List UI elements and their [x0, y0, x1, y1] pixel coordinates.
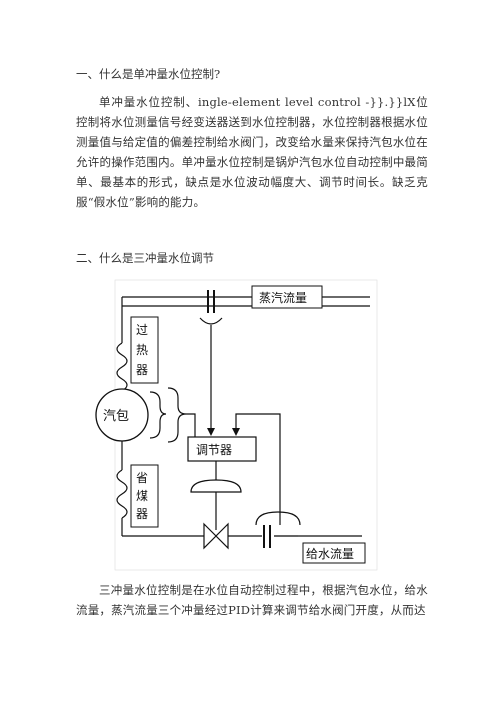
section1-body: 单冲量水位控制、ingle-element level control -}}.… [76, 95, 428, 209]
section1-heading: 一、什么是单冲量水位控制? [76, 67, 221, 81]
feed-dp-sensor [255, 511, 301, 526]
economizer-coil [116, 469, 128, 519]
superheater-coil [116, 342, 128, 392]
feedwater-signal-line [235, 413, 281, 525]
economizer-box [130, 464, 159, 528]
level-signal-line [186, 413, 196, 440]
figure-frame [114, 279, 378, 571]
economizer-label-1: 省 [136, 471, 148, 485]
steam-flow-label-box [251, 285, 323, 309]
section2-body: 三冲量水位控制是在水位自动控制过程中，根据汽包水位，给水流量，蒸汽流量三个冲量经… [76, 583, 428, 617]
valve-actuator [190, 479, 242, 493]
superheater-label-3: 器 [136, 363, 148, 377]
level-bracket-1 [149, 391, 167, 439]
economizer-label-2: 煤 [136, 489, 148, 503]
feedwater-flow-label: 给水流量 [306, 547, 354, 561]
steam-flow-label: 蒸汽流量 [259, 290, 307, 305]
economizer-label-3: 器 [136, 507, 148, 521]
regulator-box [187, 436, 257, 462]
steam-signal-arrow [207, 428, 215, 436]
superheater-label-1: 过 [136, 323, 148, 337]
superheater-label-2: 热 [136, 343, 148, 357]
feedwater-label-box [302, 542, 366, 564]
steam-dp-sensor [199, 317, 223, 325]
drum-label: 汽包 [103, 409, 129, 424]
section2-heading: 二、什么是三冲量水位调节 [76, 251, 214, 265]
superheater-box [130, 316, 159, 384]
feedwater-signal-arrow [232, 428, 240, 436]
regulator-label: 调节器 [196, 443, 232, 457]
